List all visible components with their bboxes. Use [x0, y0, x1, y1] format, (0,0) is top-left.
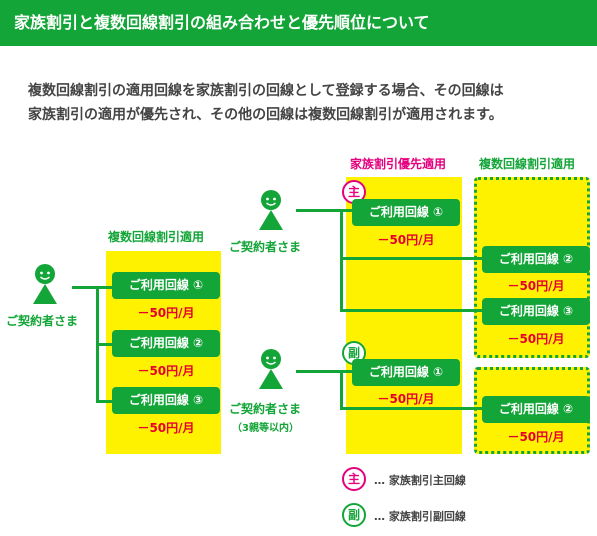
line-pill: ご利用回線 ① [352, 199, 460, 226]
bottom-person-label: ご契約者さま [229, 402, 302, 416]
line-price: －50円/月 [377, 392, 435, 406]
legend-main-text: … 家族割引主回線 [374, 474, 466, 487]
line-price: －50円/月 [137, 364, 195, 378]
line-price: －50円/月 [137, 306, 195, 320]
legend-sub-badge: 副 [342, 503, 366, 527]
connector [96, 343, 112, 346]
connector [340, 407, 482, 410]
intro-text: 複数回線割引の適用回線を家族割引の回線として登録する場合、その回線は 家族割引の… [28, 79, 588, 127]
line-pill: ご利用回線 ③ [112, 387, 220, 414]
family-column-title: 家族割引優先適用 [350, 157, 447, 171]
line-pill: ご利用回線 ③ [482, 298, 590, 325]
intro-line-2: 家族割引の適用が優先され、その他の回線は複数回線割引が適用されます。 [28, 107, 503, 123]
connector [296, 209, 352, 212]
line-price: －50円/月 [507, 430, 565, 444]
line-pill: ご利用回線 ① [112, 272, 220, 299]
connector [72, 286, 112, 289]
line-pill: ご利用回線 ② [112, 330, 220, 357]
line-pill: ご利用回線 ② [482, 396, 590, 423]
connector [340, 309, 482, 312]
multi-column-title: 複数回線割引適用 [479, 157, 576, 171]
bottom-person-note: （3親等以内） [232, 423, 299, 434]
person-icon [33, 264, 57, 304]
connector [340, 370, 343, 410]
connector [296, 370, 352, 373]
connector [96, 400, 112, 403]
person-icon [259, 190, 283, 230]
line-pill: ご利用回線 ② [482, 246, 590, 273]
top-person-label: ご契約者さま [229, 240, 302, 254]
line-price: －50円/月 [507, 332, 565, 346]
legend-sub-text: … 家族割引副回線 [374, 510, 466, 523]
left-person-label: ご契約者さま [6, 314, 79, 328]
line-pill: ご利用回線 ① [352, 359, 460, 386]
person-icon [259, 349, 283, 389]
connector [340, 257, 482, 260]
line-price: －50円/月 [377, 233, 435, 247]
left-box-title: 複数回線割引適用 [108, 230, 205, 244]
legend-main-badge: 主 [342, 467, 366, 491]
line-price: －50円/月 [507, 279, 565, 293]
connector [340, 209, 343, 312]
page-title: 家族割引と複数回線割引の組み合わせと優先順位について [0, 0, 597, 46]
intro-line-1: 複数回線割引の適用回線を家族割引の回線として登録する場合、その回線は [28, 83, 504, 99]
line-price: －50円/月 [137, 421, 195, 435]
